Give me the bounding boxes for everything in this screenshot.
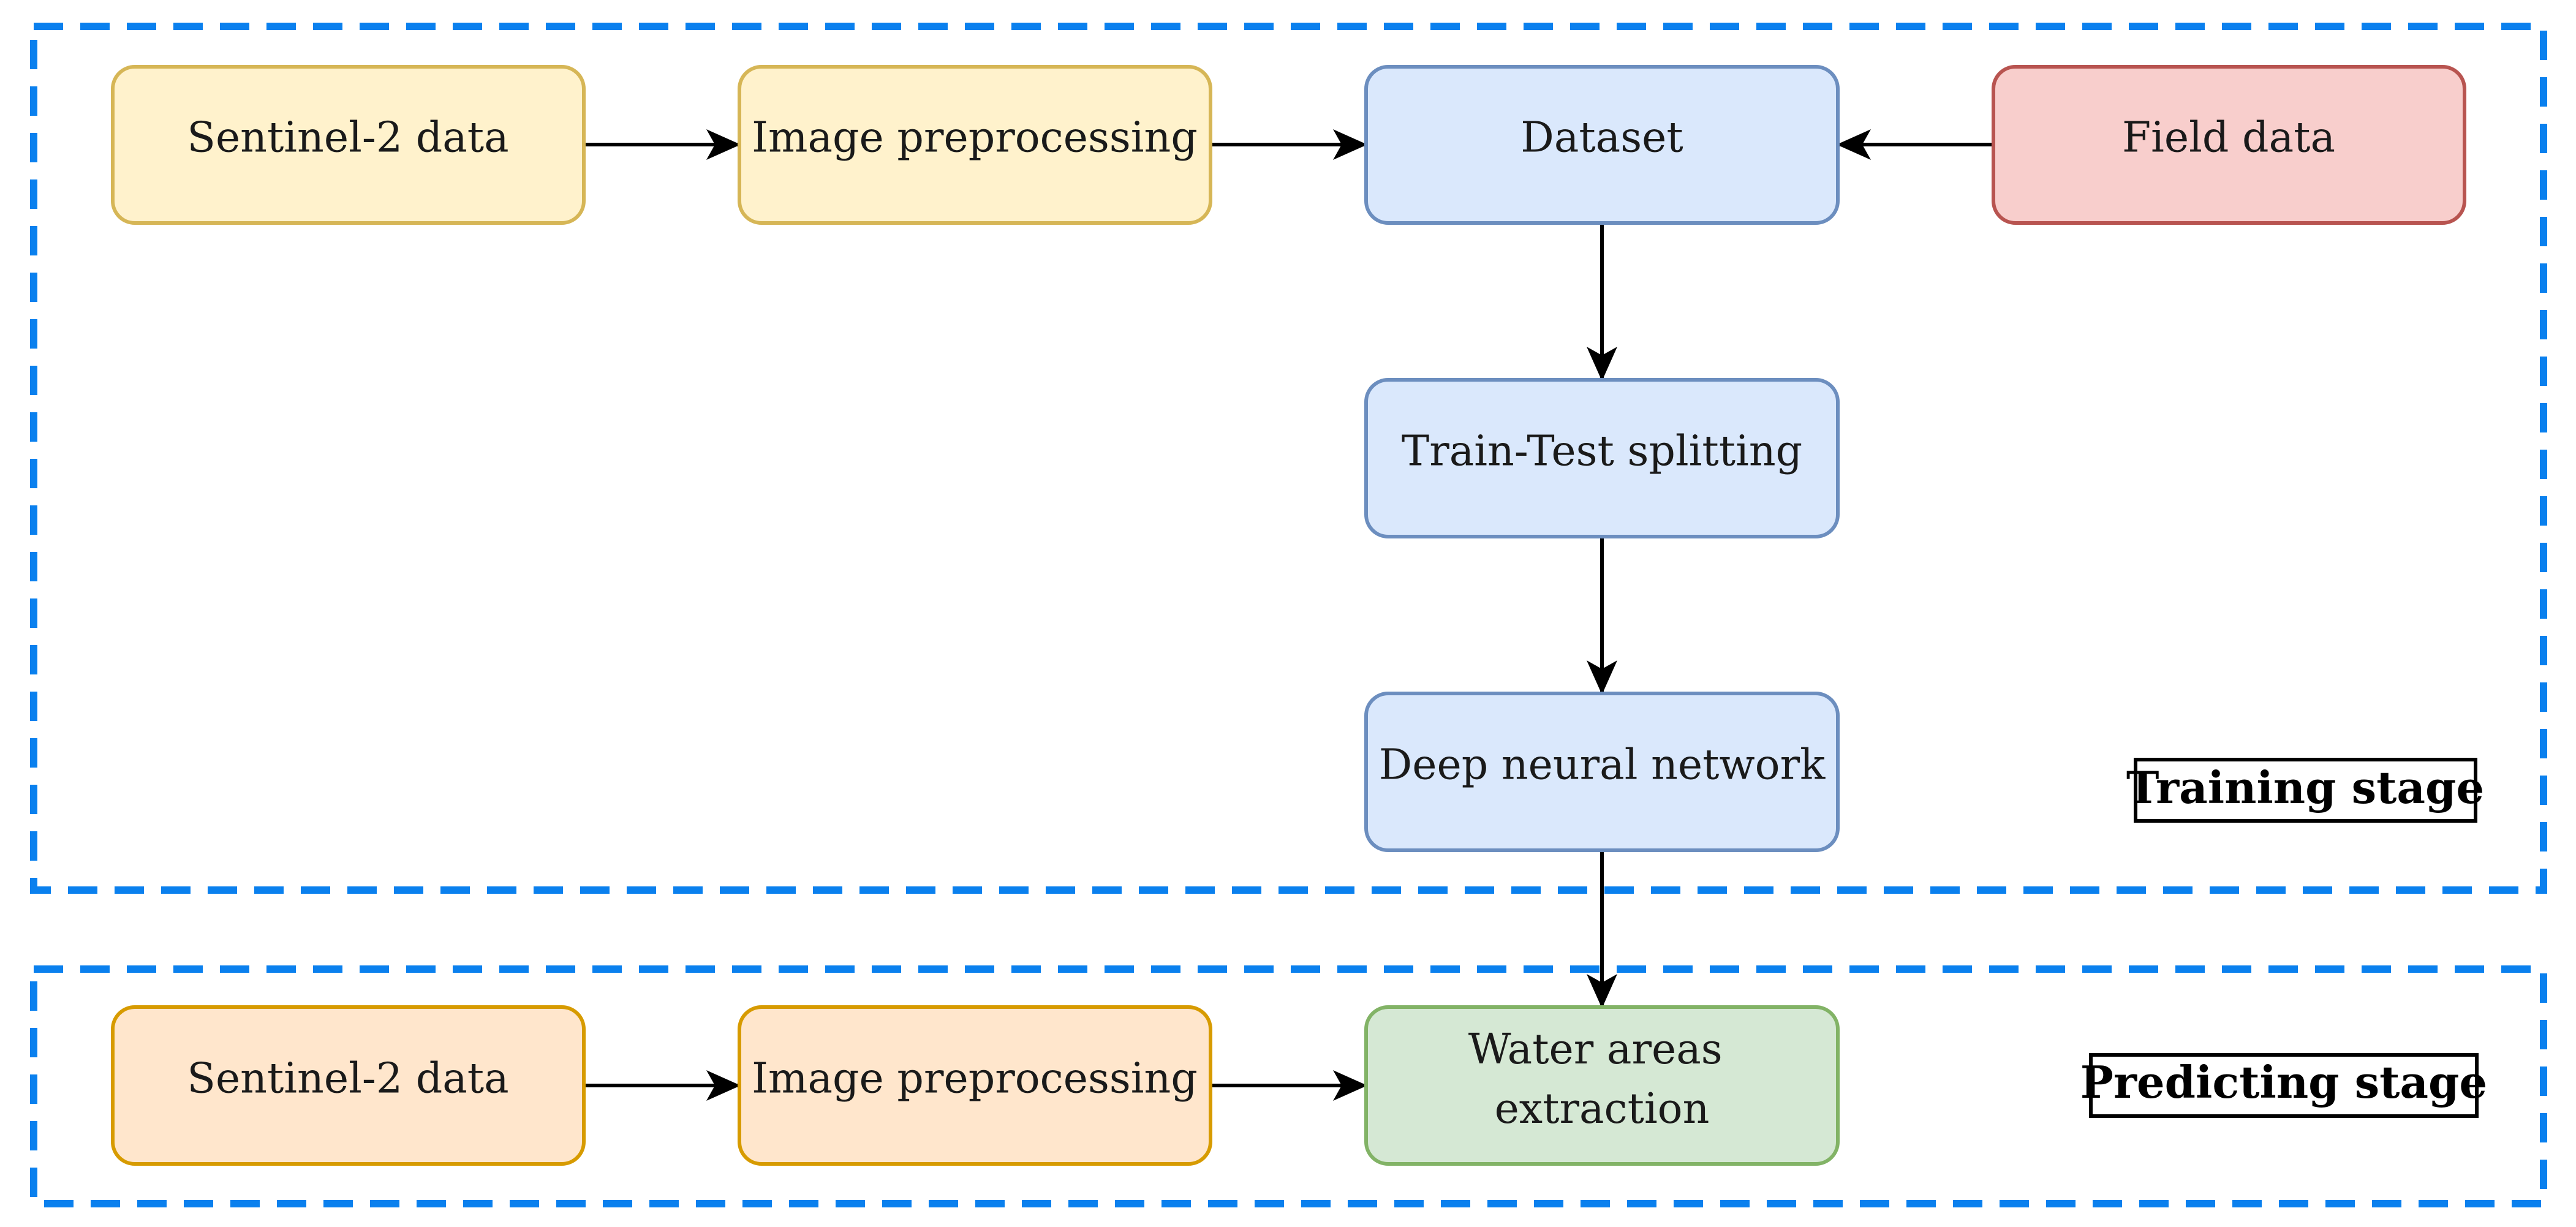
training-stage-frame [30, 23, 2547, 894]
node-train-test-split: Train-Test splitting [1364, 378, 1840, 538]
node-preprocessing-training: Image preprocessing [738, 65, 1212, 225]
node-field-data-label: Field data [2122, 114, 2335, 162]
node-preprocessing-predicting: Image preprocessing [738, 1005, 1212, 1166]
node-preprocessing-training-label: Image preprocessing [752, 114, 1198, 162]
node-sentinel-predicting: Sentinel-2 data [111, 1005, 586, 1166]
node-sentinel-predicting-label: Sentinel-2 data [187, 1055, 508, 1103]
node-sentinel-training-label: Sentinel-2 data [187, 114, 508, 162]
node-train-test-split-label: Train-Test splitting [1402, 428, 1802, 476]
node-water-areas-extraction-line2: extraction [1495, 1085, 1710, 1133]
node-dataset-label: Dataset [1520, 114, 1683, 162]
node-deep-neural-network-label: Deep neural network [1379, 741, 1826, 790]
node-deep-neural-network: Deep neural network [1364, 692, 1840, 852]
node-dataset: Dataset [1364, 65, 1840, 225]
predicting-stage-label-box: Predicting stage [2080, 1053, 2487, 1118]
node-water-areas-extraction: Water areas extraction [1364, 1005, 1840, 1166]
training-stage-label: Training stage [2126, 761, 2484, 814]
node-preprocessing-predicting-label: Image preprocessing [752, 1055, 1198, 1103]
node-water-areas-extraction-line1: Water areas [1468, 1025, 1723, 1074]
predicting-stage-frame [30, 965, 2547, 1207]
node-water-areas-extraction-label: Water areas extraction [1468, 1025, 1736, 1133]
node-field-data: Field data [1992, 65, 2466, 225]
training-stage-label-box: Training stage [2126, 758, 2484, 823]
node-sentinel-training: Sentinel-2 data [111, 65, 586, 225]
predicting-stage-label: Predicting stage [2080, 1056, 2487, 1108]
